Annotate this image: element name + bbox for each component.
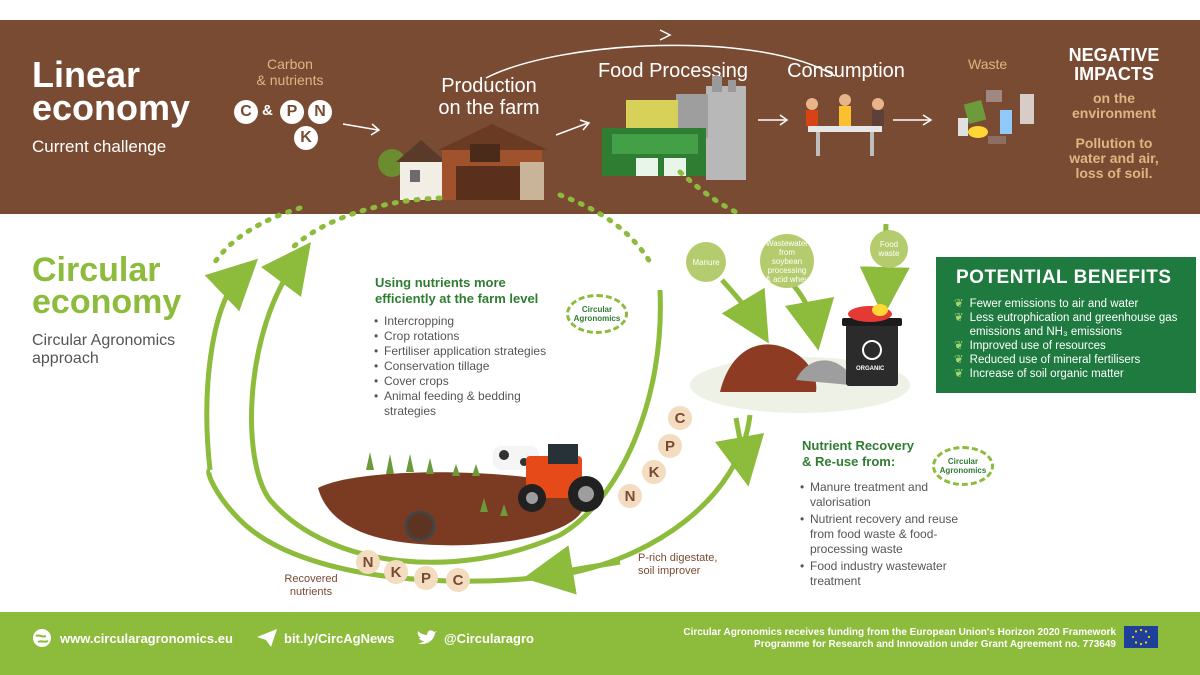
house-barn-icon [378,124,548,200]
farm-level-list: Intercropping Crop rotations Fertiliser … [374,314,574,419]
benefit-item: ❦Reduced use of mineral fertilisers [954,354,1141,366]
waste-label: Waste [968,56,1008,72]
newsletter-link[interactable]: bit.ly/CircAgNews [256,628,395,648]
waste-pile-icon [958,90,1034,144]
website-text: www.circularagronomics.eu [60,630,233,646]
negative-impacts-label: NEGATIVE IMPACTS [1068,45,1160,84]
paper-plane-icon [257,629,277,647]
leaf-icon: ❦ [954,340,964,352]
list-item: Fertiliser application strategies [374,344,574,359]
newsletter-text: bit.ly/CircAgNews [284,630,395,646]
approach-label: Circular Agronomics approach [32,332,176,367]
logo-badge-farm: Circular Agronomics [566,294,628,334]
list-item: Cover crops [374,374,574,389]
benefit-item: ❦Improved use of resources [954,340,1106,352]
benefit-item: ❦Increase of soil organic matter [954,368,1124,380]
carbon-nutrients-label: Carbon & nutrients [256,56,324,88]
website-link[interactable]: www.circularagronomics.eu [32,628,233,648]
factory-icon [602,76,746,180]
benefits-title: POTENTIAL BENEFITS [956,267,1172,288]
recovered-nutrients-label: Recovered nutrients [284,573,338,598]
list-item: Crop rotations [374,329,574,344]
badge-p: P [280,100,304,124]
funding-statement: Circular Agronomics receives funding fro… [683,627,1116,650]
nutrient-recovery-list: Manure treatment and valorisation Nutrie… [800,480,960,589]
twitter-text: @Circularagro [444,630,534,646]
list-item: Animal feeding & bedding strategies [374,389,544,419]
badge-n: N [308,100,332,124]
nutrient-badge-p-arc: P [658,434,682,458]
list-item: Nutrient recovery and reuse from food wa… [800,512,960,557]
nutrient-badge-k-arc: K [642,460,666,484]
bubble-wastewater: Wastewater from soybean processing & aci… [760,234,814,288]
pollution-label: Pollution to water and air, loss of soil… [1069,135,1159,181]
on-environment-label: on the environment [1071,90,1156,121]
current-challenge-label: Current challenge [32,137,167,156]
list-item: Intercropping [374,314,574,329]
tractor-cow-icon [318,444,604,546]
benefit-item: ❦Fewer emissions to air and water [954,298,1139,310]
nutrient-badge-k-bottom: K [384,560,408,584]
food-processing-label: Food Processing [597,60,749,82]
badge-k: K [294,126,318,150]
list-item: Conservation tillage [374,359,574,374]
leaf-icon: ❦ [954,354,964,366]
list-item: Food industry wastewater treatment [800,559,960,589]
list-item: Manure treatment and valorisation [800,480,960,510]
linear-illustrations [342,29,1034,200]
production-label: Production on the farm [438,75,540,119]
nutrient-badge-c-bottom: C [446,568,470,592]
organic-bin-icon [842,304,902,386]
circular-economy-title: Circular economy [32,251,182,321]
consumption-label: Consumption [787,60,905,82]
farm-level-title: Using nutrients more efficiently at the … [375,275,539,306]
bin-label: ORGANIC [856,366,885,372]
logo-badge-recovery: Circular Agronomics [932,446,994,486]
eu-flag-icon [1124,626,1158,648]
footer-bar [0,612,1200,675]
twitter-link[interactable]: @Circularagro [416,628,534,648]
nutrient-badge-n-bottom: N [356,550,380,574]
leaf-icon: ❦ [954,312,964,324]
nutrient-recovery-title: Nutrient Recovery & Re-use from: [802,438,914,469]
bubble-manure: Manure [686,242,726,282]
linear-economy-title: Linear economy [32,54,191,128]
circular-diagram [204,169,910,595]
globe-icon [33,629,51,647]
p-rich-digestate-label: P-rich digestate, soil improver [638,552,718,577]
badge-c: C [234,100,258,124]
twitter-bird-icon [417,630,437,644]
leaf-icon: ❦ [954,368,964,380]
nutrient-badge-c-arc: C [668,406,692,430]
nutrient-badge-n-arc: N [618,484,642,508]
benefits-list: ❦Fewer emissions to air and water ❦Less … [954,297,1190,381]
leaf-icon: ❦ [954,298,964,310]
dining-table-icon [806,94,884,156]
potential-benefits-box: POTENTIAL BENEFITS ❦Fewer emissions to a… [936,257,1196,393]
benefit-item: ❦Less eutrophication and greenhouse gas … [954,312,1178,338]
nutrient-badge-p-bottom: P [414,566,438,590]
badge-ampersand: & [262,102,273,119]
bubble-food-waste: Food waste [870,230,908,268]
